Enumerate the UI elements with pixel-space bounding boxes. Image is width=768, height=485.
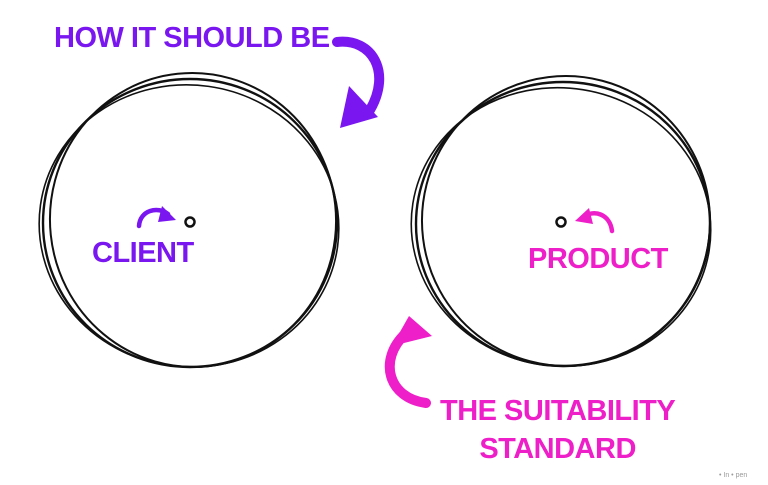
standard-caption: THE SUITABILITY STANDARD bbox=[440, 392, 676, 468]
standard-caption-line2: STANDARD bbox=[479, 433, 636, 465]
product-center-dot bbox=[555, 216, 567, 228]
client-center-dot bbox=[184, 216, 196, 228]
product-circle bbox=[410, 75, 712, 368]
curved-arrow-up-icon bbox=[384, 316, 432, 408]
top-caption: HOW IT SHOULD BE bbox=[54, 22, 330, 54]
curved-arrow-left-icon bbox=[575, 208, 615, 234]
curved-arrow-down-icon bbox=[332, 36, 385, 128]
curved-arrow-right-icon bbox=[136, 206, 176, 229]
client-circle bbox=[38, 72, 340, 369]
product-label: PRODUCT bbox=[528, 243, 668, 275]
standard-caption-line1: THE SUITABILITY bbox=[440, 395, 676, 427]
watermark: • In • pen bbox=[719, 472, 748, 479]
client-label: CLIENT bbox=[92, 237, 194, 269]
